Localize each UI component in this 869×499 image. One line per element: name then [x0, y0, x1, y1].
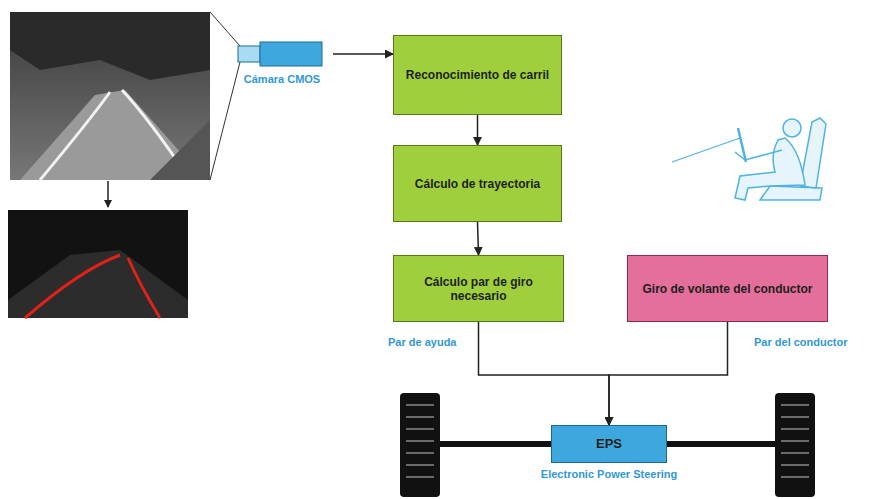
view-cone — [210, 12, 240, 180]
process-box: Reconocimiento de carril — [393, 35, 562, 115]
box-title: Cálculo de trayectoria — [407, 177, 548, 191]
camera: Cámara CMOS — [232, 40, 332, 68]
connector — [609, 322, 728, 425]
part-label: Electronic Power Steering — [539, 468, 679, 480]
box-title: Reconocimiento de carril — [398, 68, 557, 82]
edge-label: Par del conductor — [752, 336, 850, 348]
tire — [400, 393, 440, 497]
process-arrow — [107, 181, 109, 207]
edge-label: Par de ayuda — [386, 336, 458, 348]
road-photo — [10, 12, 210, 180]
eps-box: EPSElectronic Power Steering — [551, 425, 667, 463]
box-title: EPS — [588, 437, 630, 451]
driver-figure — [672, 118, 826, 200]
camera-icon — [232, 40, 332, 68]
box-title: Cálculo par de giro necesario — [394, 275, 563, 303]
process-box: Cálculo de trayectoria — [393, 145, 562, 222]
tire — [775, 393, 815, 497]
connector — [479, 322, 610, 425]
connector — [478, 222, 479, 255]
process-box: Cálculo par de giro necesario — [393, 255, 564, 322]
input-box: Giro de volante del conductor — [627, 255, 828, 322]
part-label: Cámara CMOS — [242, 73, 322, 85]
lane-detection-photo — [8, 210, 188, 318]
connector — [477, 115, 479, 145]
box-title: Giro de volante del conductor — [634, 282, 820, 296]
connector — [333, 53, 393, 55]
